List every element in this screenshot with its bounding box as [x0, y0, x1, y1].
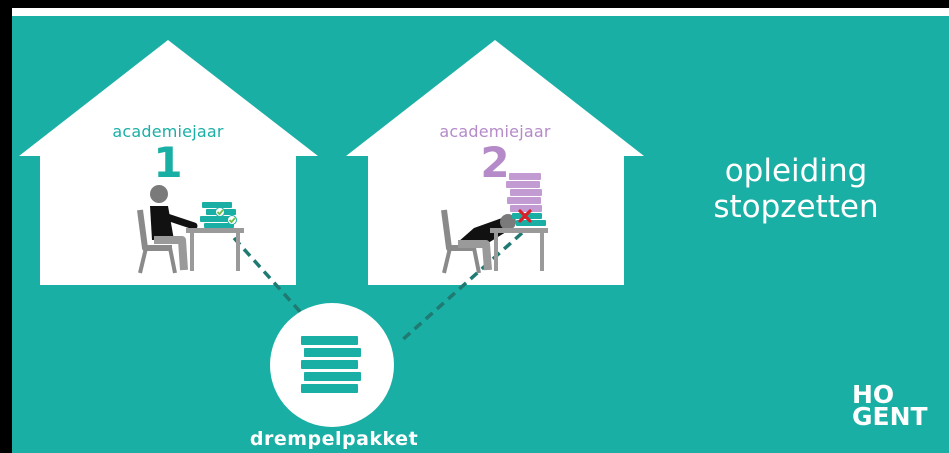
outcome-line-1: opleiding: [724, 153, 868, 189]
student-icon: [137, 185, 198, 274]
house-1-label: academiejaar: [112, 122, 224, 141]
student-icon: [441, 209, 516, 274]
package-circle: [270, 303, 394, 427]
package-label: drempelpakket: [249, 428, 419, 450]
house-2-label: academiejaar: [439, 122, 551, 141]
chair-icon: [137, 209, 177, 274]
house-2: [346, 40, 644, 285]
desk-icon: [186, 228, 244, 271]
logo-line-2: GENT: [852, 402, 928, 431]
cross-icon: [518, 209, 532, 223]
outcome-text: opleiding stopzetten: [686, 153, 906, 225]
book-stack-icon: [200, 202, 236, 228]
desk-icon: [490, 228, 548, 271]
connector-line-1: [232, 236, 314, 327]
house-2-number: 2: [480, 138, 510, 187]
house-1-number: 1: [153, 138, 183, 187]
illustration: [19, 40, 644, 427]
hogent-logo: HO GENT: [852, 380, 928, 431]
outcome-line-2: stopzetten: [713, 189, 879, 225]
top-strip: [12, 8, 949, 16]
slide: academiejaar 1 academiejaar 2 opleiding …: [12, 8, 949, 453]
house-1: [19, 40, 318, 285]
book-stack-icon: [506, 173, 546, 226]
logo-line-1: HO: [852, 380, 895, 409]
connector-line-2: [398, 231, 524, 344]
book-stack-icon: [301, 336, 361, 393]
check-icon: [215, 207, 237, 225]
